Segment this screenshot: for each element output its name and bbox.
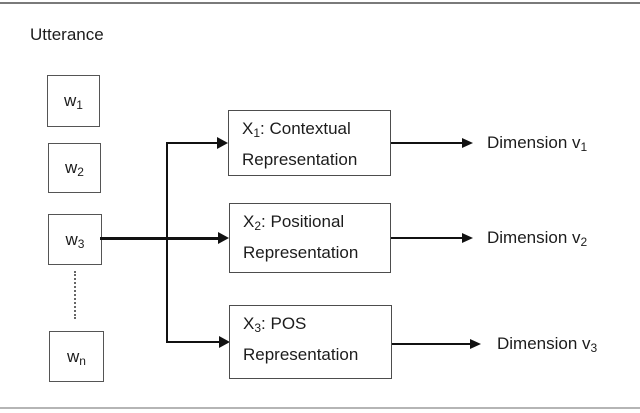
arrowhead-to-v2-icon: [462, 233, 473, 243]
word-box-wn: wn: [49, 331, 104, 382]
arrowhead-into-x3-icon: [219, 336, 230, 348]
representation-box-x2: X2: Positional Representation: [229, 203, 391, 273]
representation-line2: Representation: [243, 345, 359, 364]
top-border-rule: [0, 2, 640, 4]
dimension-label-v1: Dimension v1: [487, 133, 588, 154]
branch-vertical-line: [166, 142, 168, 343]
arrowhead-into-x2-icon: [218, 232, 229, 244]
representation-box-x3: X3: POS Representation: [229, 305, 392, 379]
arrowhead-to-v3-icon: [470, 339, 481, 349]
word-label: w3: [65, 229, 85, 251]
representation-line1: X1: Contextual: [242, 119, 351, 140]
word-box-w3: w3: [48, 214, 102, 265]
representation-line1: X2: Positional: [243, 212, 345, 233]
representation-line1: X3: POS: [243, 314, 307, 335]
word-box-w1: w1: [47, 75, 100, 127]
word-label: w1: [64, 91, 83, 112]
arrow-line-x1-to-v1: [391, 142, 462, 144]
arrow-line-x2-to-v2: [391, 237, 462, 239]
dimension-label-v3: Dimension v3: [497, 334, 598, 355]
arrowhead-to-v1-icon: [462, 138, 473, 148]
representation-box-x1: X1: Contextual Representation: [228, 110, 391, 176]
representation-line2: Representation: [243, 243, 359, 262]
dimension-label-v2: Dimension v2: [487, 228, 588, 249]
arrow-line-w3-to-x2: [100, 237, 218, 240]
arrow-line-branch-to-x3: [166, 341, 219, 343]
arrow-line-x3-to-v3: [392, 343, 470, 345]
bottom-border-rule: [0, 407, 640, 409]
word-label: wn: [67, 346, 86, 368]
arrowhead-into-x1-icon: [217, 137, 228, 149]
representation-line2: Representation: [242, 150, 358, 169]
word-label: w2: [65, 158, 84, 179]
vertical-ellipsis-line: [74, 271, 76, 319]
arrow-line-branch-to-x1: [166, 142, 217, 144]
word-box-w2: w2: [48, 143, 101, 193]
utterance-label: Utterance: [30, 25, 104, 44]
